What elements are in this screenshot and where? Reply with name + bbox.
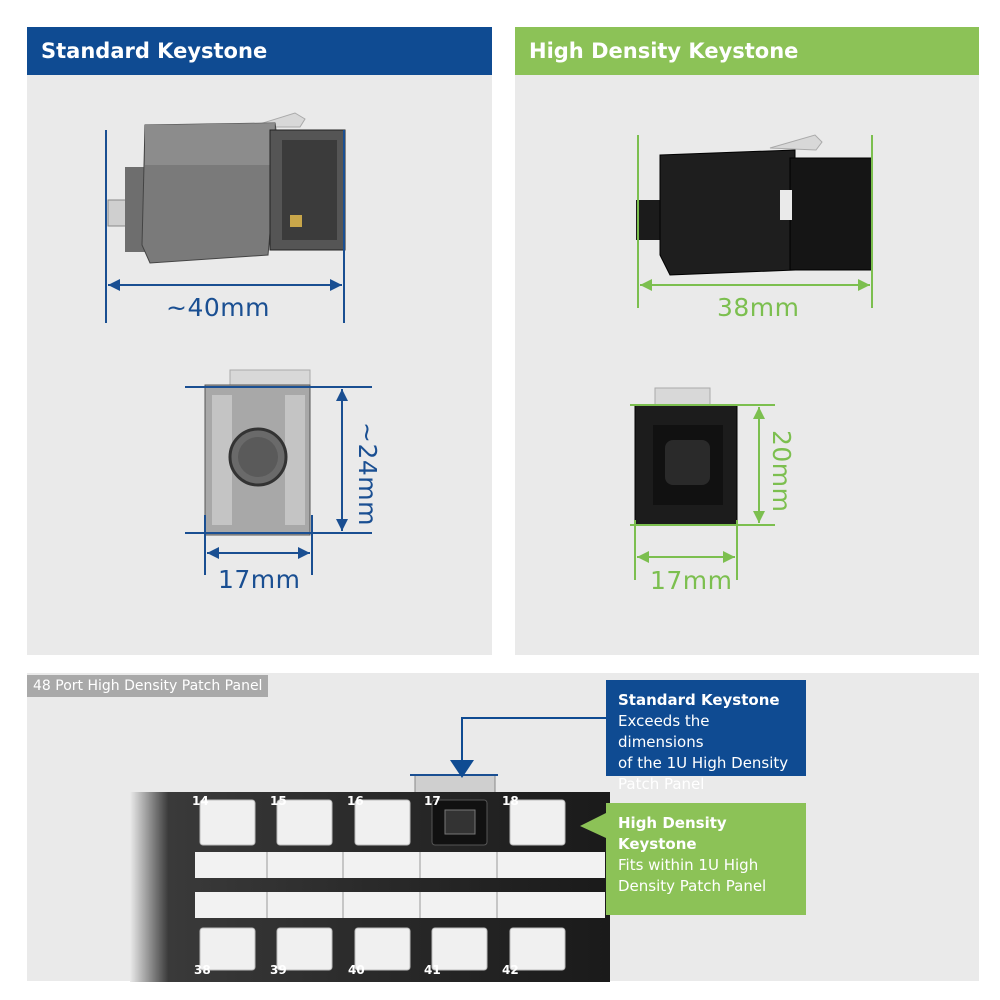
callout-title: High Density Keystone xyxy=(618,814,727,853)
callout-connectors xyxy=(450,717,606,838)
standard-keystone-front-image xyxy=(185,369,372,575)
callout-line: Exceeds the dimensions xyxy=(618,712,710,751)
high-density-keystone-side-image xyxy=(636,134,873,308)
high-density-keystone-front-image xyxy=(630,387,775,580)
port-number: 40 xyxy=(348,963,365,977)
high-density-keystone-panel xyxy=(515,27,979,655)
port-number: 38 xyxy=(194,963,211,977)
callout-line: of the 1U High Density xyxy=(618,754,789,772)
standard-length-label: ~40mm xyxy=(166,293,270,322)
port-number: 39 xyxy=(270,963,287,977)
high-density-height-label: 20mm xyxy=(767,430,796,513)
callout-line: Patch Panel xyxy=(618,775,705,793)
port-number: 17 xyxy=(424,794,441,808)
patch-panel-image xyxy=(130,774,610,982)
standard-keystone-callout: Standard Keystone Exceeds the dimensions… xyxy=(606,680,806,793)
callout-line: Density Patch Panel xyxy=(618,877,767,895)
standard-keystone-side-image xyxy=(105,112,346,323)
standard-keystone-header: Standard Keystone xyxy=(27,27,492,75)
port-number: 15 xyxy=(270,794,287,808)
high-density-length-label: 38mm xyxy=(717,293,800,322)
callout-title: Standard Keystone xyxy=(618,691,780,709)
port-number: 18 xyxy=(502,794,519,808)
standard-width-label: 17mm xyxy=(218,565,301,594)
high-density-keystone-header: High Density Keystone xyxy=(515,27,979,75)
port-number: 42 xyxy=(502,963,519,977)
port-number: 41 xyxy=(424,963,441,977)
standard-height-label: ~24mm xyxy=(353,422,382,526)
port-number: 14 xyxy=(192,794,209,808)
port-number: 16 xyxy=(347,794,364,808)
high-density-width-label: 17mm xyxy=(650,566,733,595)
patch-panel-tag: 48 Port High Density Patch Panel xyxy=(27,675,269,697)
high-density-keystone-callout: High Density Keystone Fits within 1U Hig… xyxy=(606,803,806,915)
callout-line: Fits within 1U High xyxy=(618,856,759,874)
